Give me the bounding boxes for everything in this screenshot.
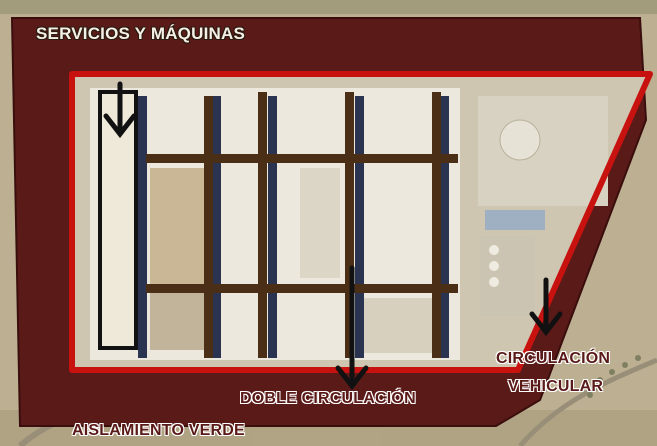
facade-strips — [138, 96, 449, 358]
arrow-down-icon — [529, 277, 563, 337]
green-buffer-label: AISLAMIENTO VERDE — [72, 422, 245, 439]
circulation-corridors — [146, 92, 458, 358]
vehicular-circulation-label-line2: VEHICULAR — [508, 378, 604, 395]
annex-building — [478, 96, 608, 316]
double-circulation-label: DOBLE CIRCULACIÓN — [240, 390, 416, 407]
services-label: SERVICIOS Y MÁQUINAS — [36, 24, 245, 43]
site-perimeter — [69, 71, 653, 373]
arrow-down-icon — [335, 265, 369, 391]
vehicular-circulation-label-line1: CIRCULACIÓN — [496, 350, 611, 367]
arrow-down-icon — [103, 81, 137, 139]
